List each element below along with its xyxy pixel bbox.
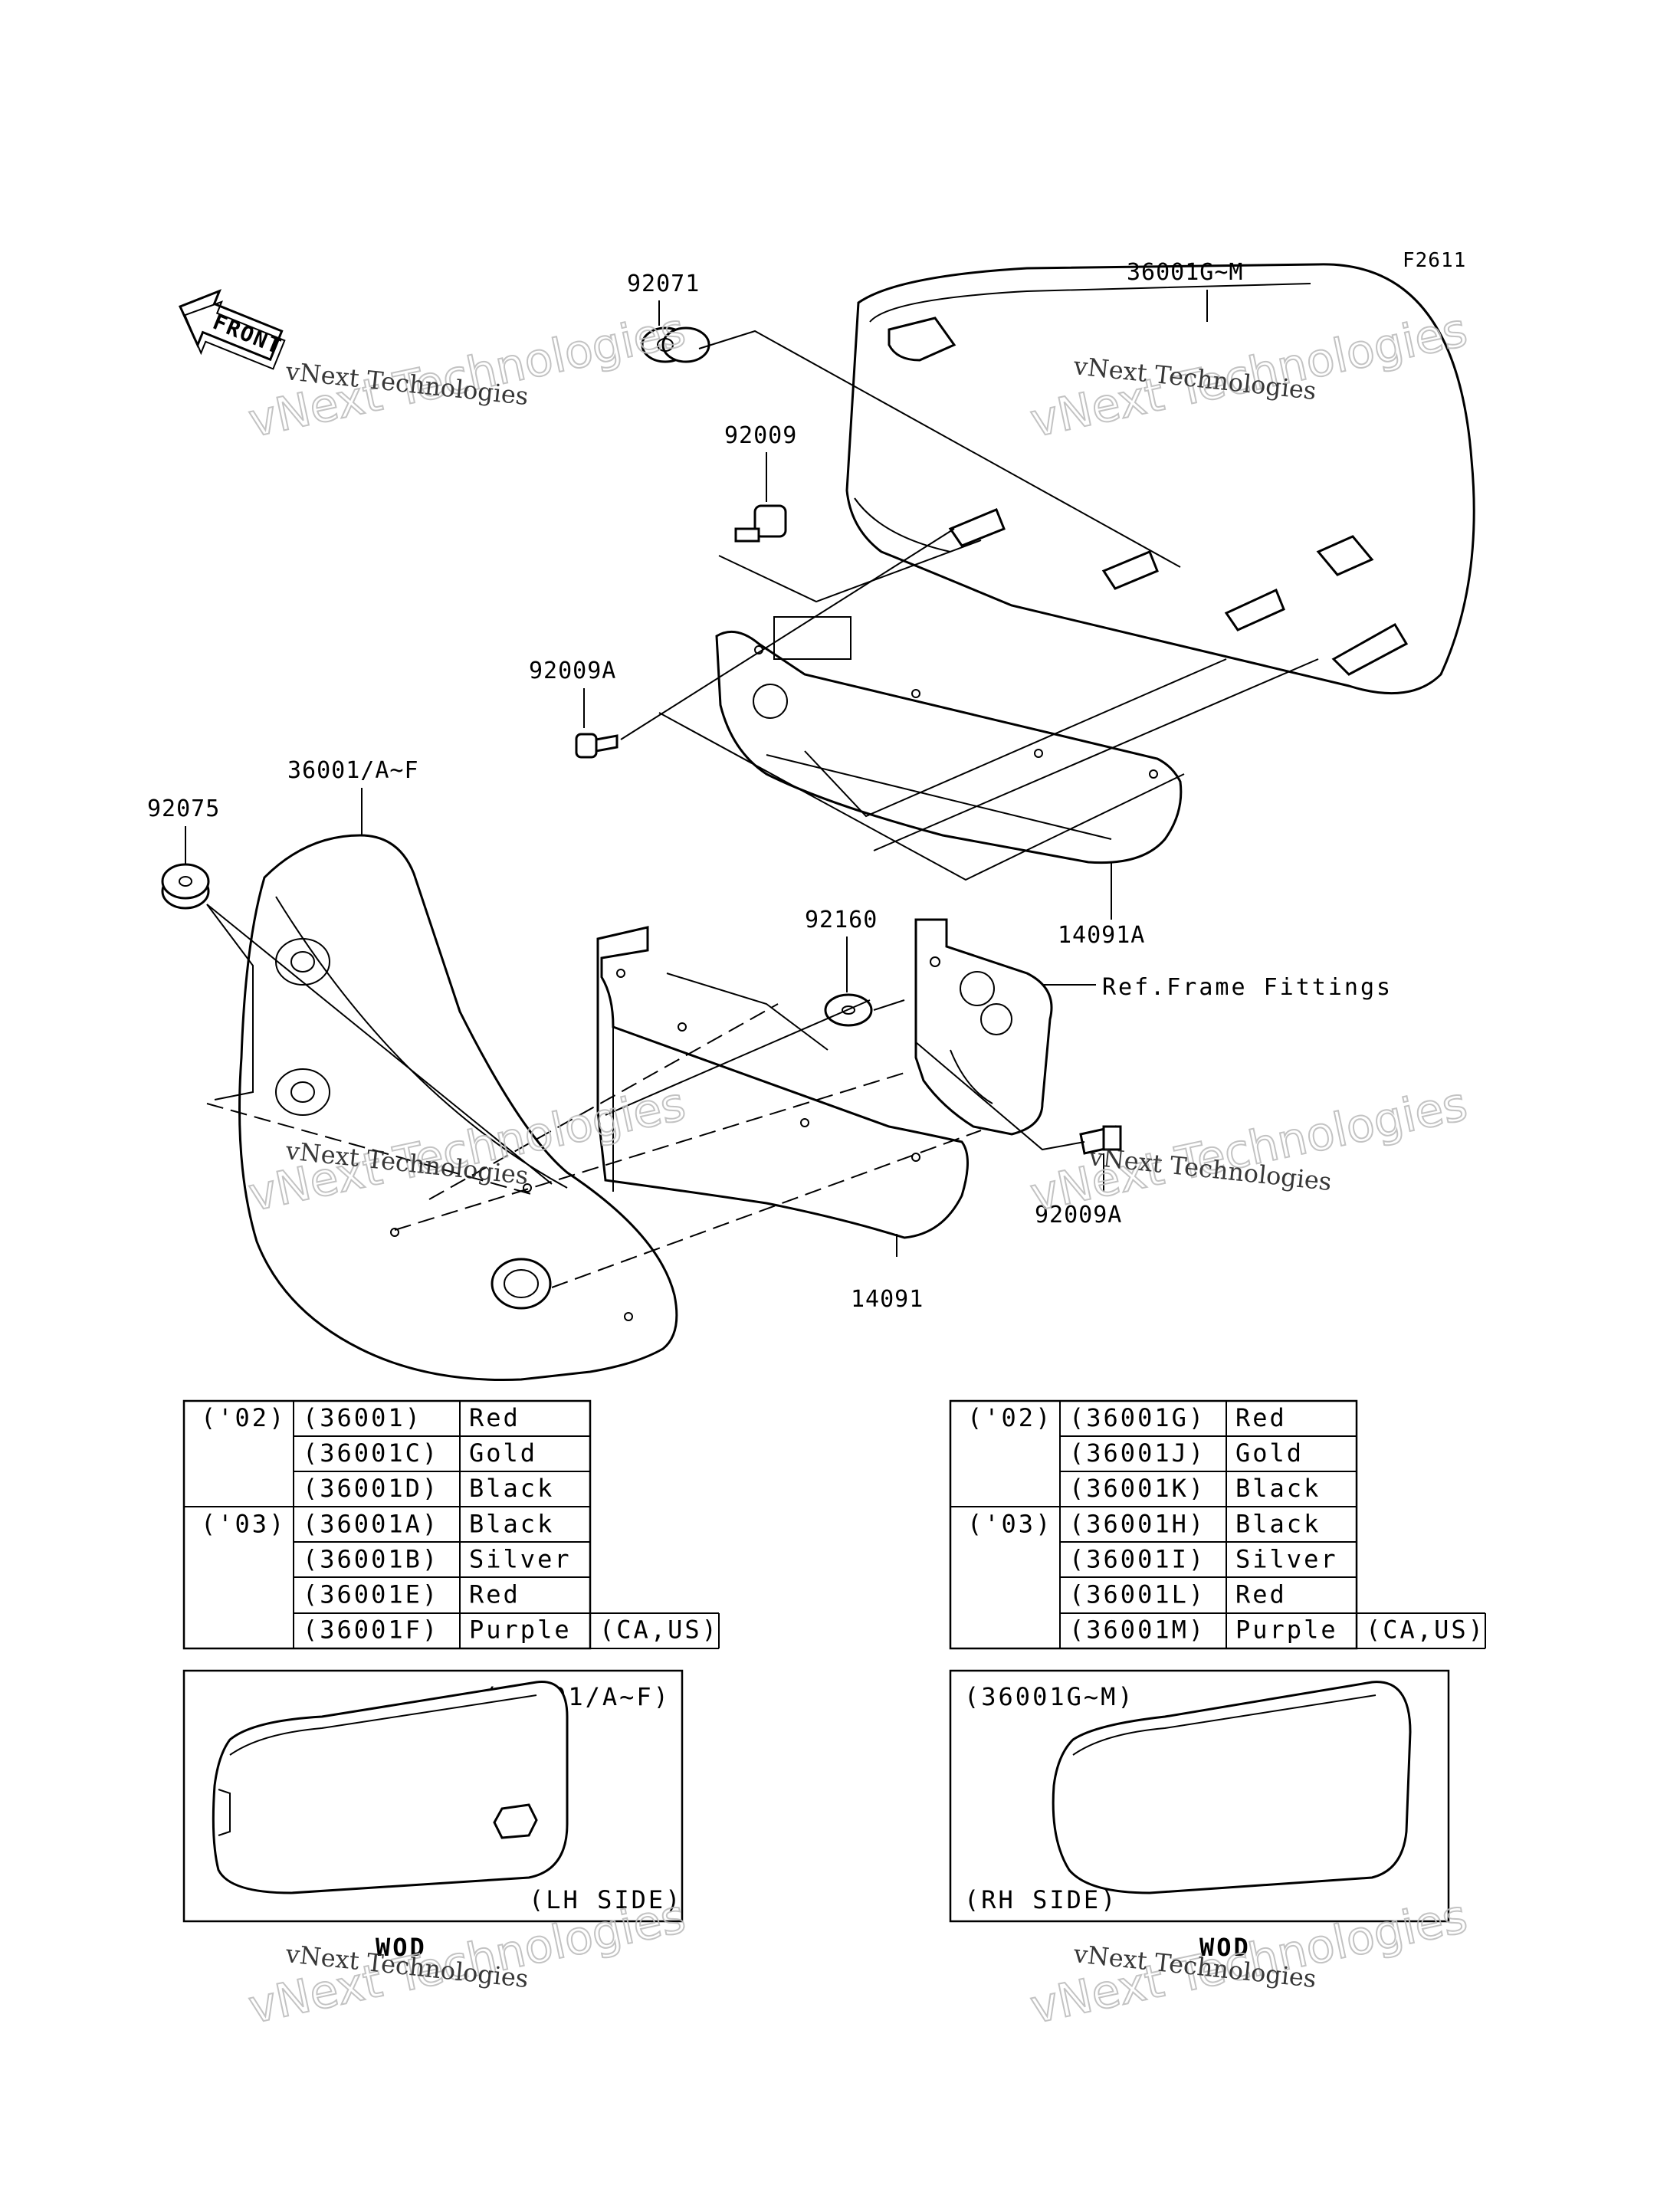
- bracket-14091: [596, 926, 969, 1239]
- right-table-code-cell: (36001H): [1069, 1509, 1206, 1538]
- callout-36001G-M: 36001G~M: [1127, 259, 1244, 286]
- right-color-table: ('02) (36001G) Red (36001J) Gold (36001K) Blac…: [949, 1399, 1486, 1650]
- right-table-color-cell: Red: [1235, 1580, 1287, 1609]
- figure-code: F2611: [1403, 249, 1466, 272]
- callout-92009A-top: 92009A: [529, 658, 616, 684]
- right-table-color-cell: Red: [1235, 1403, 1287, 1432]
- left-table-code-cell: (36001C): [303, 1438, 439, 1468]
- left-table-color-cell: Gold: [469, 1438, 537, 1468]
- right-table-note-cell: (CA,US): [1366, 1615, 1485, 1645]
- callout-36001A-F: 36001/A~F: [287, 757, 419, 784]
- left-table-code-cell: (36001A): [303, 1509, 439, 1538]
- bottom-leader-lines: [206, 904, 1104, 1288]
- watermark-5: vNext Technologies vNext Technologies: [244, 1889, 691, 2035]
- left-table-code-cell: (36001B): [303, 1544, 439, 1573]
- right-table-code-cell: (36001G): [1069, 1403, 1206, 1432]
- right-table-code-cell: (36001M): [1069, 1615, 1206, 1645]
- right-table-year-cell: ('03): [967, 1509, 1052, 1538]
- bolt-92009: [734, 504, 787, 543]
- left-table-code-cell: (36001D): [303, 1474, 439, 1503]
- left-table-color-cell: Black: [469, 1509, 554, 1538]
- right-table-color-cell: Silver: [1235, 1544, 1338, 1573]
- callout-92160: 92160: [805, 907, 878, 933]
- left-table-color-cell: Black: [469, 1474, 554, 1503]
- inset-right-caption: WOD: [1199, 1933, 1251, 1962]
- right-side-cover-36001G-M: [845, 263, 1475, 695]
- right-table-color-cell: Black: [1235, 1509, 1321, 1538]
- callout-92071: 92071: [627, 271, 700, 297]
- right-table-code-cell: (36001K): [1069, 1474, 1206, 1503]
- inset-right-side: (RH SIDE): [964, 1885, 1117, 1914]
- callout-92075: 92075: [147, 795, 220, 822]
- grommet-92071: [641, 326, 710, 363]
- bolt-92009A-top: [575, 733, 619, 759]
- left-table-year-cell: ('03): [201, 1509, 286, 1538]
- left-table-color-cell: Silver: [469, 1544, 572, 1573]
- right-table-color-cell: Purple: [1235, 1615, 1338, 1645]
- callout-92009A-bottom: 92009A: [1035, 1202, 1122, 1228]
- callout-ref-frame-fittings: Ref.Frame Fittings: [1102, 974, 1393, 1001]
- left-table-code-cell: (36001E): [303, 1580, 439, 1609]
- left-table-color-cell: Red: [469, 1580, 520, 1609]
- bolt-92009A-bottom: [1079, 1125, 1122, 1155]
- left-color-table: ('02) (36001) Red (36001C) Gold (36001D) Black…: [182, 1399, 720, 1650]
- top-leader-lines: [620, 330, 1319, 920]
- left-table-color-cell: Red: [469, 1403, 520, 1432]
- right-table-code-cell: (36001J): [1069, 1438, 1206, 1468]
- frame-fitting: [914, 918, 1053, 1136]
- callout-92009: 92009: [724, 422, 797, 449]
- callout-14091: 14091: [851, 1286, 924, 1313]
- front-arrow-icon: FRONT: [178, 289, 286, 370]
- left-table-code-cell: (36001): [303, 1403, 422, 1432]
- right-table-color-cell: Black: [1235, 1474, 1321, 1503]
- inset-left-side: (LH SIDE): [529, 1885, 682, 1914]
- inset-right-cover: (36001G~M) (RH SIDE) WOD: [949, 1669, 1450, 1962]
- inset-left-cover: (36001/A~F) (LH SIDE) WOD: [182, 1669, 684, 1962]
- right-table-code-cell: (36001L): [1069, 1580, 1206, 1609]
- right-table-year-cell: ('02): [967, 1403, 1052, 1432]
- left-table-year-cell: ('02): [201, 1403, 286, 1432]
- callout-labels: 92071 36001G~M 92009 92009A 36001/A~F 92…: [147, 259, 1393, 1313]
- callout-14091A: 14091A: [1058, 922, 1145, 949]
- inset-left-caption: WOD: [376, 1933, 427, 1962]
- grommet-92075: [161, 863, 210, 910]
- left-table-note-cell: (CA,US): [599, 1615, 719, 1645]
- right-table-color-cell: Gold: [1235, 1438, 1304, 1468]
- bracket-14091A: [715, 630, 1183, 864]
- watermark-4: vNext Technologies vNext Technologies: [1025, 1077, 1473, 1223]
- inset-right-code: (36001G~M): [964, 1682, 1135, 1711]
- left-table-code-cell: (36001F): [303, 1615, 439, 1645]
- left-table-color-cell: Purple: [469, 1615, 572, 1645]
- watermark-1: vNext Technologies vNext Technologies: [244, 303, 691, 449]
- right-table-code-cell: (36001I): [1069, 1544, 1206, 1573]
